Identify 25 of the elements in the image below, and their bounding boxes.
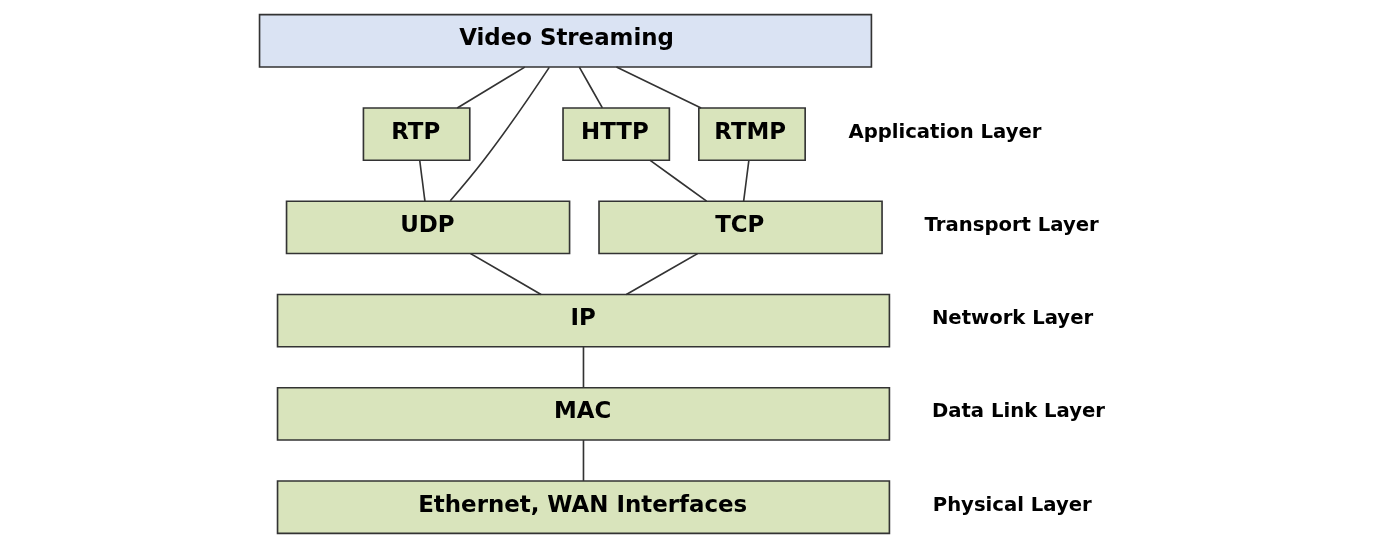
connector xyxy=(615,66,702,109)
connector xyxy=(648,159,707,202)
node-box: RTMP xyxy=(697,107,806,162)
label: Network Layer xyxy=(931,306,1093,330)
node-box: Video Streaming xyxy=(258,13,872,68)
node-box: TCP xyxy=(597,200,883,255)
node-box: HTTP xyxy=(561,107,670,162)
label: Transport Layer xyxy=(924,212,1099,236)
node-box: IP xyxy=(276,293,890,348)
connector xyxy=(578,66,603,109)
label: Physical Layer xyxy=(932,492,1092,516)
connector xyxy=(625,252,698,296)
node-box: MAC xyxy=(276,386,890,441)
connector xyxy=(582,439,584,482)
node-box: Ethernet, WAN Interfaces xyxy=(276,480,890,535)
connector xyxy=(455,66,526,109)
connector xyxy=(418,159,426,202)
connector xyxy=(582,346,584,389)
label: Data Link Layer xyxy=(931,399,1105,423)
label: Application Layer xyxy=(848,119,1041,143)
connector xyxy=(469,252,542,296)
connector xyxy=(742,159,750,202)
node-box: UDP xyxy=(285,200,570,255)
connector xyxy=(449,66,550,202)
node-box: RTP xyxy=(362,107,471,162)
